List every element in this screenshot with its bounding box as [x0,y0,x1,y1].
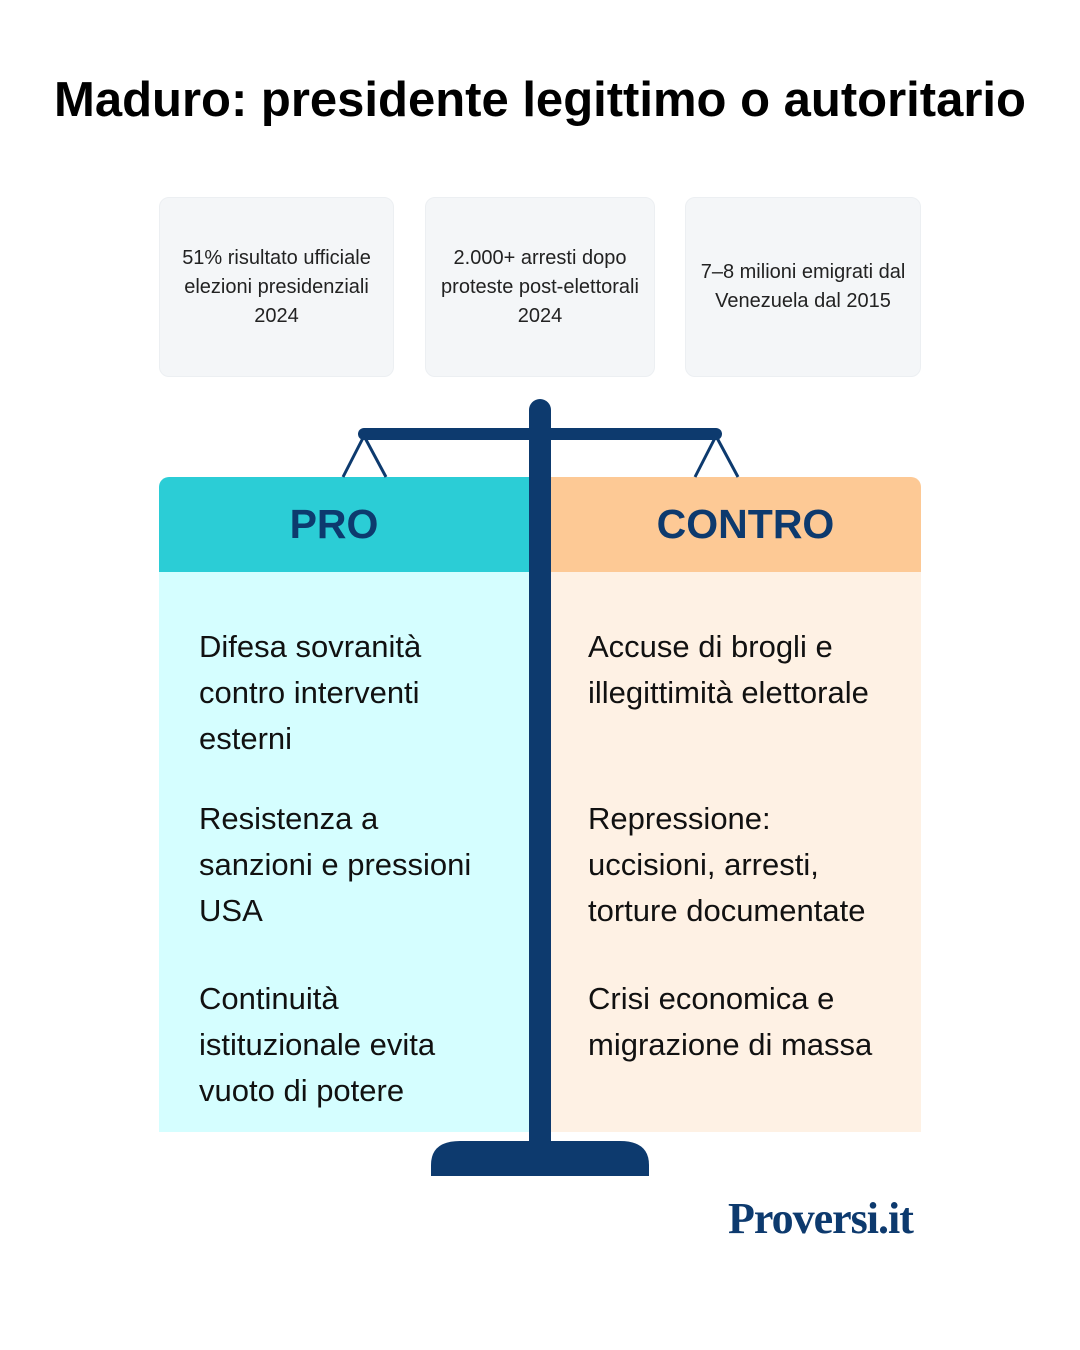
contro-item: Accuse di brogli e illegittimità elettor… [588,629,869,710]
contro-list: Accuse di brogli e illegittimità elettor… [540,572,921,1132]
pro-list: Difesa sovranità contro interventi ester… [159,572,539,1132]
pro-item: Difesa sovranità contro interventi ester… [199,629,422,756]
contro-item: Crisi economica e migrazione di massa [588,981,873,1062]
pro-header: PRO [159,477,539,572]
pro-item: Resistenza a sanzioni e pressioni USA [199,801,472,928]
page-title: Maduro: presidente legittimo o autoritar… [54,73,1026,127]
stat-card-election: 51% risultato ufficiale elezioni preside… [159,197,394,377]
stat-text: 7–8 milioni emigrati dal Venezuela dal 2… [700,261,906,312]
contro-panel: CONTRO Accuse di brogli e illegittimità … [540,477,921,1132]
stat-card-emigration: 7–8 milioni emigrati dal Venezuela dal 2… [685,197,921,377]
stat-text: 2.000+ arresti dopo proteste post-eletto… [441,246,639,327]
brand-logo: Proversi.it [728,1194,914,1243]
contro-header: CONTRO [540,477,921,572]
contro-item: Repressione: uccisioni, arresti, torture… [588,801,866,928]
stat-text: 51% risultato ufficiale elezioni preside… [182,246,371,327]
pro-panel: PRO Difesa sovranità contro interventi e… [159,477,539,1132]
pro-item: Continuità istituzionale evita vuoto di … [199,981,436,1108]
stat-card-arrests: 2.000+ arresti dopo proteste post-eletto… [425,197,655,377]
